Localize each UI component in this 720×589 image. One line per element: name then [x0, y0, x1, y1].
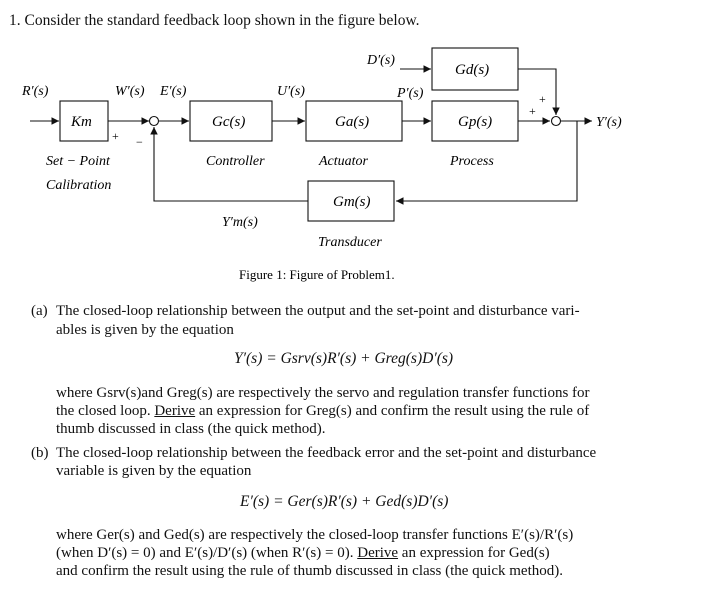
- signal-ym: Y′m(s): [222, 215, 258, 230]
- signal-e: E′(s): [159, 84, 187, 99]
- part-b-intro-1: The closed-loop relationship between the…: [56, 445, 597, 461]
- actuator-label: Actuator: [318, 154, 369, 169]
- part-b-line-2: (when D′(s) = 0) and E′(s)/D′(s) (when R…: [56, 544, 550, 563]
- block-diagram: R′(s) W′(s) E′(s) U′(s) D′(s) P′(s) Y′(s…: [21, 47, 622, 282]
- sum2-plus-top: +: [539, 92, 546, 106]
- setpoint-label: Set − Point: [46, 154, 111, 169]
- part-a-line-2-post: an expression for Greg(s) and confirm th…: [198, 403, 590, 419]
- gp-label: Gp(s): [458, 114, 492, 130]
- gd-label: Gd(s): [455, 62, 489, 78]
- part-a-line-1: where Gsrv(s)and Greg(s) are respectivel…: [56, 385, 590, 401]
- part-a-intro-1: The closed-loop relationship between the…: [56, 303, 580, 319]
- part-a-line-2-pre: the closed loop.: [56, 403, 151, 419]
- part-a-derive: Derive: [154, 403, 196, 419]
- gc-label: Gc(s): [212, 114, 245, 130]
- part-b-intro-2: variable is given by the equation: [56, 463, 252, 479]
- sum1-minus: −: [136, 135, 143, 149]
- part-b-marker: (b): [31, 445, 49, 461]
- part-b-line-2-post: an expression for Ged(s): [401, 545, 550, 561]
- part-b-derive: Derive: [357, 545, 399, 561]
- signal-u: U′(s): [277, 84, 305, 99]
- km-label: Km: [70, 114, 92, 130]
- question-text: 1. Consider the standard feedback loop s…: [9, 12, 420, 29]
- summing-junction-2: [550, 115, 562, 127]
- part-a-line-3: thumb discussed in class (the quick meth…: [56, 421, 326, 437]
- controller-label: Controller: [206, 154, 265, 169]
- signal-r: R′(s): [21, 84, 49, 99]
- part-a-line-2: the closed loop. Derive an expression fo…: [56, 402, 589, 421]
- sum1-plus: +: [112, 129, 119, 143]
- sum2-plus-left: +: [529, 104, 536, 118]
- transducer-label: Transducer: [318, 235, 382, 250]
- part-a-marker: (a): [31, 303, 48, 319]
- process-label: Process: [449, 154, 494, 169]
- part-a-intro-2: ables is given by the equation: [56, 322, 234, 338]
- figure-caption: Figure 1: Figure of Problem1.: [239, 267, 395, 282]
- signal-d: D′(s): [366, 53, 395, 68]
- ga-label: Ga(s): [335, 114, 369, 130]
- part-b-line-1: where Ger(s) and Ged(s) are respectively…: [56, 527, 574, 543]
- calibration-label: Calibration: [46, 178, 111, 193]
- summing-junction-1: [148, 115, 160, 127]
- signal-y: Y′(s): [596, 115, 622, 130]
- part-b-equation: E′(s) = Ger(s)R′(s) + Ged(s)D′(s): [240, 493, 449, 510]
- signal-p: P′(s): [396, 86, 424, 101]
- signal-w: W′(s): [115, 84, 145, 99]
- gm-label: Gm(s): [333, 194, 371, 210]
- part-b-line-2-pre: (when D′(s) = 0) and E′(s)/D′(s) (when R…: [56, 545, 354, 561]
- part-a-equation: Y′(s) = Gsrv(s)R′(s) + Greg(s)D′(s): [234, 350, 454, 367]
- part-b-line-3: and confirm the result using the rule of…: [56, 563, 563, 579]
